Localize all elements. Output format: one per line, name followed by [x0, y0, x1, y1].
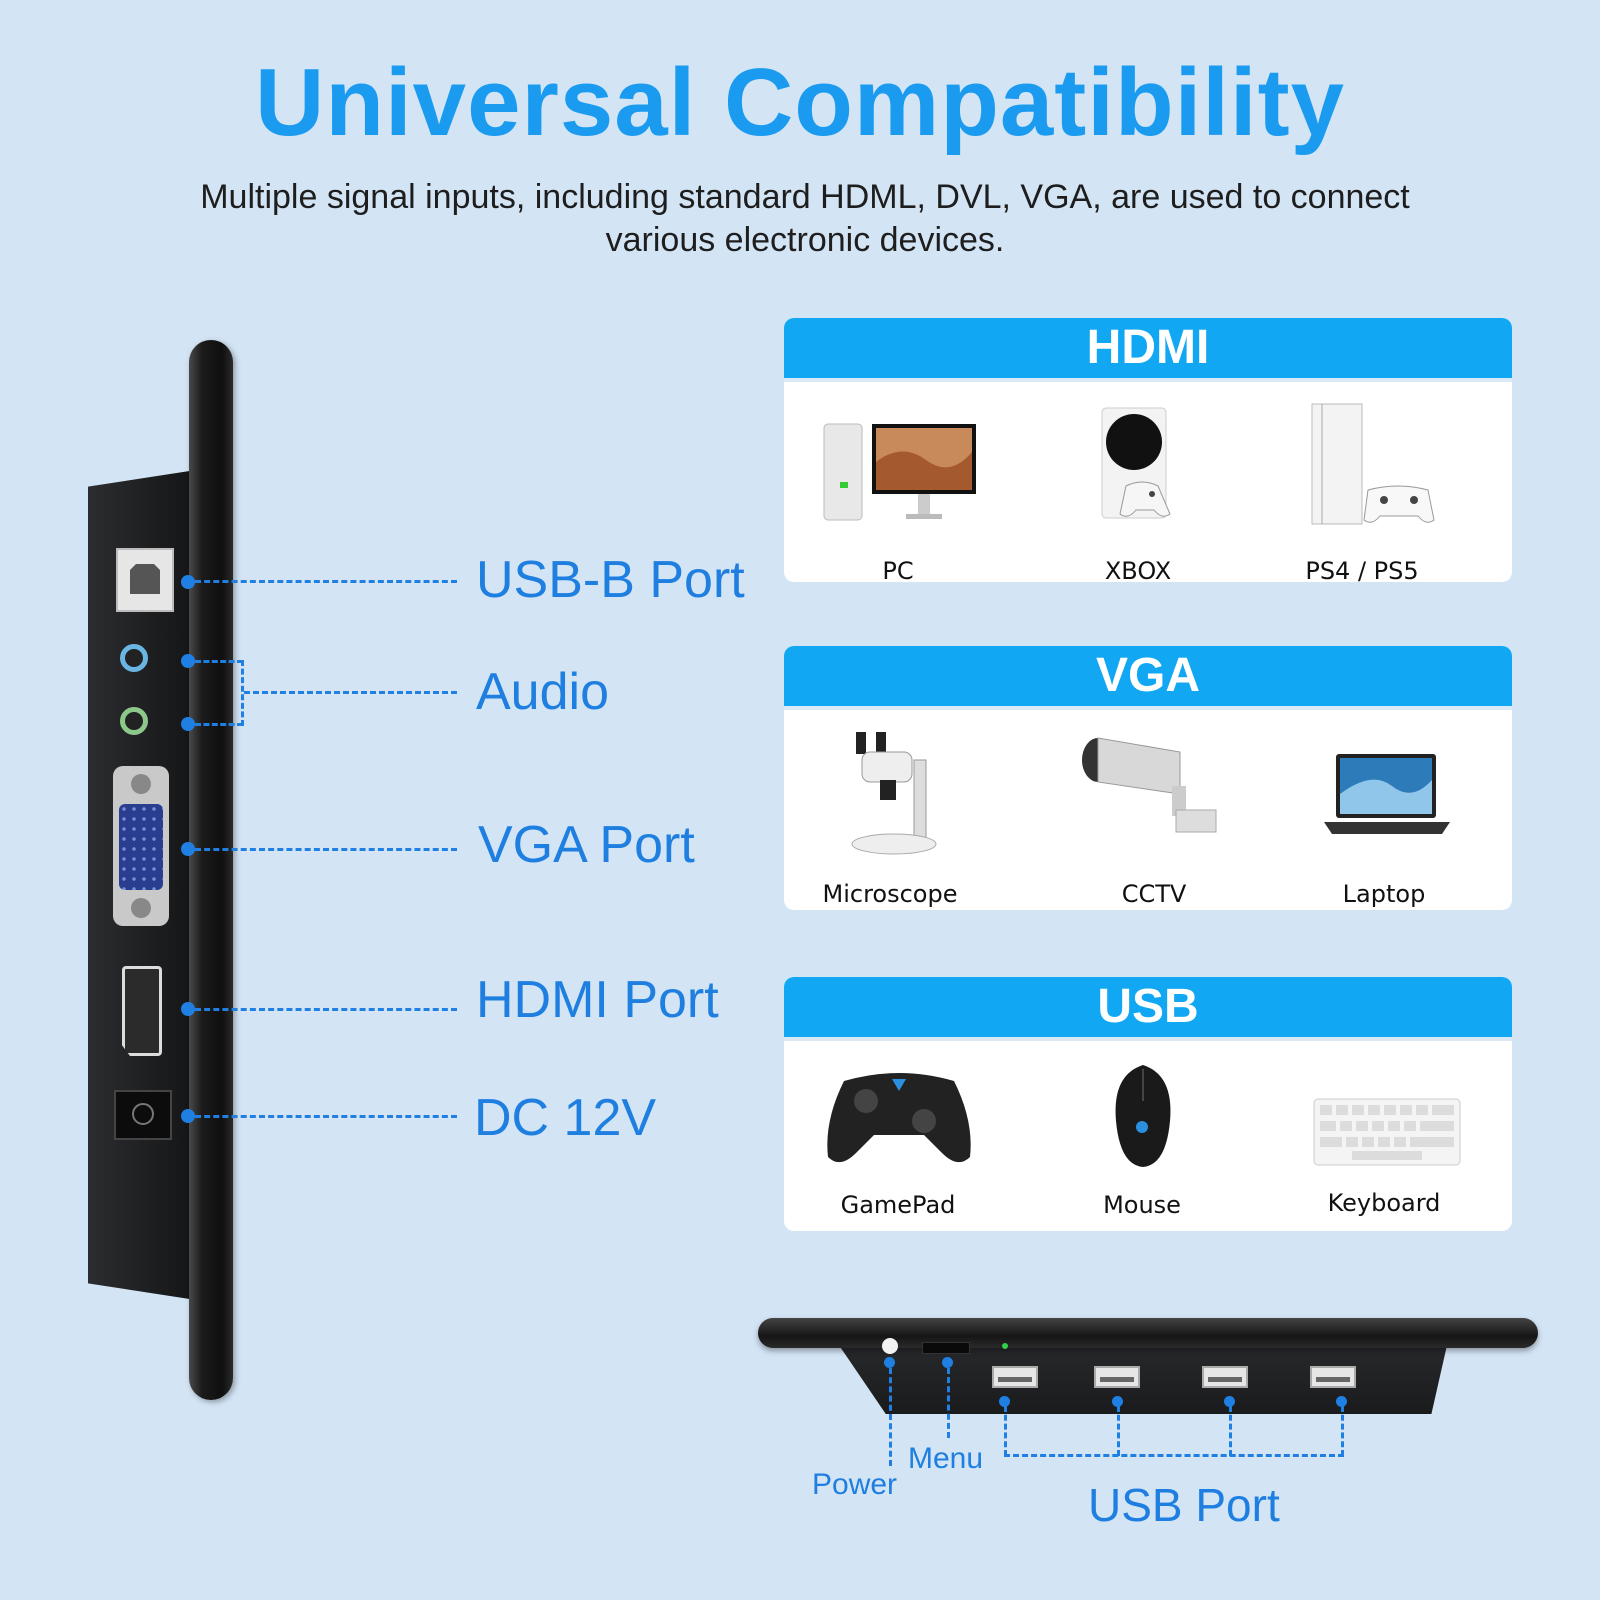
- usb-a-port-icon-3: [1202, 1366, 1248, 1388]
- device-laptop: Laptop: [1284, 710, 1484, 910]
- usb-card-title: USB: [784, 977, 1512, 1041]
- usb-b-port-icon: [116, 548, 174, 612]
- usb-a-port-icon-4: [1310, 1366, 1356, 1388]
- device-label: XBOX: [1104, 557, 1172, 582]
- hdmi-port-icon: [122, 966, 162, 1056]
- dc-pointer-line: [195, 1115, 457, 1118]
- usb-pointer-line-2: [1117, 1406, 1120, 1456]
- device-label: Keyboard: [1327, 1189, 1441, 1217]
- dc-pointer-dot: [181, 1109, 195, 1123]
- audio-jack-green-icon: [120, 707, 148, 735]
- device-label: Laptop: [1342, 880, 1426, 908]
- menu-pointer-line: [947, 1368, 950, 1438]
- cctv-icon: [1082, 737, 1217, 833]
- audio-pointer-dot-1: [181, 654, 195, 668]
- usb-port-label: USB Port: [1088, 1479, 1280, 1531]
- device-mouse: Mouse: [1042, 1041, 1242, 1231]
- device-xbox: XBOX: [1038, 382, 1238, 582]
- device-gamepad: GamePad: [798, 1041, 998, 1231]
- audio-pointer-line-2: [195, 723, 243, 726]
- hdmi-device-list: PC XBOX PS4 / PS5: [784, 382, 1512, 582]
- device-label: PS4 / PS5: [1305, 557, 1419, 582]
- hdmi-pointer-line: [195, 1008, 457, 1011]
- usb-pointer-dot-2: [1112, 1396, 1123, 1407]
- usb-b-pointer-line: [195, 580, 457, 583]
- device-label: Mouse: [1103, 1191, 1181, 1219]
- device-label: CCTV: [1121, 880, 1187, 908]
- monitor-bezel: [189, 340, 233, 1400]
- device-pc: PC: [798, 382, 998, 582]
- usb-a-port-icon-2: [1094, 1366, 1140, 1388]
- vga-pointer-dot: [181, 842, 195, 856]
- status-led-icon: [1002, 1343, 1008, 1349]
- usb-pointer-line-4: [1341, 1406, 1344, 1456]
- usb-b-port-label: USB-B Port: [476, 551, 745, 609]
- usb-pointer-bracket: [1004, 1454, 1344, 1457]
- usb-pointer-dot-1: [999, 1396, 1010, 1407]
- device-label: GamePad: [840, 1191, 956, 1219]
- hdmi-port-label: HDMI Port: [476, 971, 719, 1029]
- usb-devices-card: USB GamePad Mouse: [784, 977, 1512, 1231]
- audio-label: Audio: [476, 663, 609, 721]
- audio-pointer-bracket: [241, 660, 244, 726]
- device-ps4-ps5: PS4 / PS5: [1262, 382, 1462, 582]
- usb-pointer-dot-3: [1224, 1396, 1235, 1407]
- vga-device-list: Microscope CCTV Laptop: [784, 710, 1512, 910]
- device-keyboard: Keyboard: [1284, 1041, 1484, 1231]
- subtitle-line-2: various electronic devices.: [605, 221, 1005, 259]
- pc-icon: [823, 423, 976, 521]
- dc-power-port-icon: [114, 1090, 172, 1140]
- power-pointer-line: [889, 1368, 892, 1466]
- menu-button-icon: [922, 1342, 970, 1354]
- audio-pointer-line-1: [195, 660, 243, 663]
- device-label: Microscope: [822, 880, 958, 908]
- power-label: Power: [812, 1468, 898, 1501]
- keyboard-icon: [1313, 1098, 1461, 1166]
- monitor-bottom-bezel: [758, 1318, 1538, 1348]
- laptop-icon: [1324, 754, 1450, 834]
- power-pointer-dot: [884, 1357, 895, 1368]
- playstation-icon: [1311, 403, 1435, 525]
- xbox-icon: [1101, 407, 1171, 519]
- mouse-icon: [1115, 1065, 1171, 1167]
- dc-label: DC 12V: [474, 1089, 657, 1147]
- hdmi-card-title: HDMI: [784, 318, 1512, 382]
- audio-pointer-dot-2: [181, 717, 195, 731]
- power-button-icon: [882, 1338, 898, 1354]
- usb-a-port-icon-1: [992, 1366, 1038, 1388]
- menu-pointer-dot: [942, 1357, 953, 1368]
- audio-jack-blue-icon: [120, 644, 148, 672]
- monitor-side-view: [0, 0, 250, 1600]
- usb-pointer-line-3: [1229, 1406, 1232, 1456]
- usb-device-list: GamePad Mouse Keyboard: [784, 1041, 1512, 1231]
- vga-port-label: VGA Port: [478, 816, 695, 874]
- subtitle-line-1: Multiple signal inputs, including standa…: [200, 178, 1410, 216]
- vga-port-icon: [113, 766, 169, 926]
- hdmi-devices-card: HDMI PC XBOX: [784, 318, 1512, 582]
- device-microscope: Microscope: [790, 710, 990, 910]
- menu-label: Menu: [908, 1442, 984, 1475]
- usb-b-pointer-dot: [181, 575, 195, 589]
- gamepad-icon: [827, 1073, 971, 1163]
- audio-pointer-line: [244, 691, 457, 694]
- usb-pointer-dot-4: [1336, 1396, 1347, 1407]
- vga-pointer-line: [195, 848, 457, 851]
- usb-pointer-line-1: [1004, 1406, 1007, 1456]
- vga-card-title: VGA: [784, 646, 1512, 710]
- microscope-icon: [851, 732, 937, 855]
- hdmi-pointer-dot: [181, 1002, 195, 1016]
- vga-devices-card: VGA Microscope CCTV: [784, 646, 1512, 910]
- device-cctv: CCTV: [1054, 710, 1254, 910]
- page-subtitle: Multiple signal inputs, including standa…: [150, 176, 1460, 262]
- device-label: PC: [882, 557, 914, 582]
- page-title: Universal Compatibility: [255, 49, 1345, 156]
